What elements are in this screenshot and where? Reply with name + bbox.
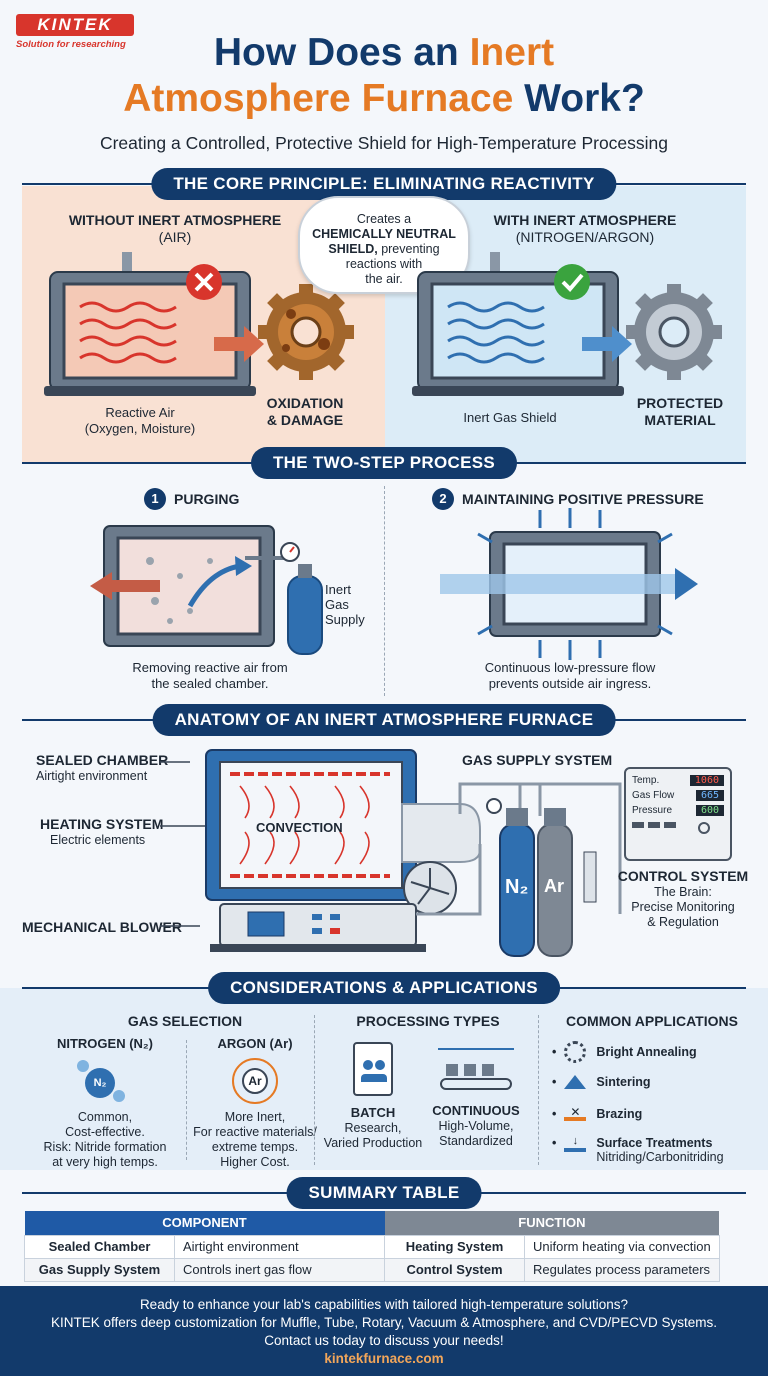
page-subtitle: Creating a Controlled, Protective Shield… <box>99 133 669 153</box>
applications-list: •Bright Annealing •Sintering •✕Brazing •… <box>552 1038 762 1166</box>
col-split-2 <box>538 1015 539 1165</box>
tank-ar-label: Ar <box>544 876 565 896</box>
furnace-anatomy-illustration <box>160 749 622 957</box>
process-heading: THE TWO-STEP PROCESS <box>251 447 517 479</box>
gas-supply-label: GAS SUPPLY SYSTEM <box>462 752 613 768</box>
inert-shield-caption: Inert Gas Shield <box>463 410 557 425</box>
argon-column: ARGON (Ar) Ar More Inert, For reactive m… <box>193 1036 317 1169</box>
control-system-label: CONTROL SYSTEM The Brain: Precise Monito… <box>617 868 749 929</box>
powder-pile-icon <box>564 1075 587 1089</box>
furnace-air-illustration <box>44 252 354 396</box>
anatomy-heading: ANATOMY OF AN INERT ATMOSPHERE FURNACE <box>152 704 616 736</box>
table-header: COMPONENT FUNCTION <box>24 1211 720 1235</box>
step1-heading: 1 PURGING <box>144 488 239 510</box>
footer-banner: Ready to enhance your lab's capabilities… <box>0 1286 768 1376</box>
gas-split-line <box>186 1040 187 1160</box>
batch-column: BATCH Research, Varied Production <box>320 1042 426 1151</box>
gear-icon <box>564 1041 587 1063</box>
considerations-heading: CONSIDERATIONS & APPLICATIONS <box>208 972 560 1004</box>
step1-number-badge: 1 <box>144 488 166 510</box>
table-row: Gas Supply System Controls inert gas flo… <box>24 1257 720 1282</box>
col-function: FUNCTION <box>384 1211 720 1235</box>
panel-buttons <box>632 822 724 834</box>
convection-label: CONVECTION <box>256 820 343 835</box>
col-component: COMPONENT <box>24 1211 385 1235</box>
oxidation-label: OXIDATION& DAMAGE <box>266 395 344 428</box>
conveyor-icon <box>438 1048 514 1094</box>
brazing-icon: ✕ <box>564 1106 587 1121</box>
furnace-inert-illustration <box>412 252 722 396</box>
argon-atom-icon: Ar <box>232 1058 278 1104</box>
step2-number-badge: 2 <box>432 488 454 510</box>
purging-illustration <box>90 525 323 655</box>
continuous-column: CONTINUOUS High-Volume, Standardized <box>424 1042 528 1149</box>
panel-row-temp: Temp.1060 <box>632 775 724 786</box>
app-brazing: •✕Brazing <box>552 1105 643 1121</box>
core-heading: THE CORE PRINCIPLE: ELIMINATING REACTIVI… <box>151 168 617 200</box>
logo-wordmark: KINTEK <box>16 14 134 36</box>
with-inert-title: WITH INERT ATMOSPHERE(NITROGEN/ARGON) <box>493 212 677 245</box>
summary-heading: SUMMARY TABLE <box>286 1177 482 1209</box>
gas-selection-title: GAS SELECTION <box>127 1013 243 1029</box>
logo-tagline: Solution for researching <box>16 39 126 50</box>
heating-system-label: HEATING SYSTEM Electric elements <box>40 816 164 847</box>
kintek-logo[interactable]: KINTEK Solution for researching <box>16 14 134 54</box>
mechanical-blower-label: MECHANICAL BLOWER <box>22 919 182 935</box>
without-inert-title: WITHOUT INERT ATMOSPHERE(AIR) <box>68 212 282 245</box>
footer-website-link[interactable]: kintekfurnace.com <box>324 1351 444 1366</box>
app-sintering: •Sintering <box>552 1075 651 1089</box>
col-split-1 <box>314 1015 315 1165</box>
processing-types-title: PROCESSING TYPES <box>356 1013 500 1029</box>
app-bright-annealing: •Bright Annealing <box>552 1038 762 1066</box>
nitrogen-molecule-icon: N₂ <box>77 1060 133 1104</box>
page-title: How Does an Inert Atmosphere Furnace Wor… <box>123 31 645 120</box>
reactive-air-caption: Reactive Air(Oxygen, Moisture) <box>84 405 196 436</box>
process-split-line <box>384 486 385 696</box>
tank-n2-label: N₂ <box>505 876 529 898</box>
surface-arrow-icon: ↓ <box>564 1136 587 1152</box>
sealed-chamber-label: SEALED CHAMBER Airtight environment <box>36 752 169 783</box>
batch-icon <box>353 1042 393 1096</box>
positive-pressure-illustration <box>440 508 698 660</box>
table-row: Sealed Chamber Airtight environment Heat… <box>24 1234 720 1259</box>
step2-heading: 2 MAINTAINING POSITIVE PRESSURE <box>432 488 704 510</box>
applications-title: COMMON APPLICATIONS <box>566 1013 738 1029</box>
nitrogen-column: NITROGEN (N₂) N₂ Common, Cost-effective.… <box>43 1036 167 1169</box>
summary-table: COMPONENT FUNCTION Sealed Chamber Airtig… <box>24 1211 720 1282</box>
